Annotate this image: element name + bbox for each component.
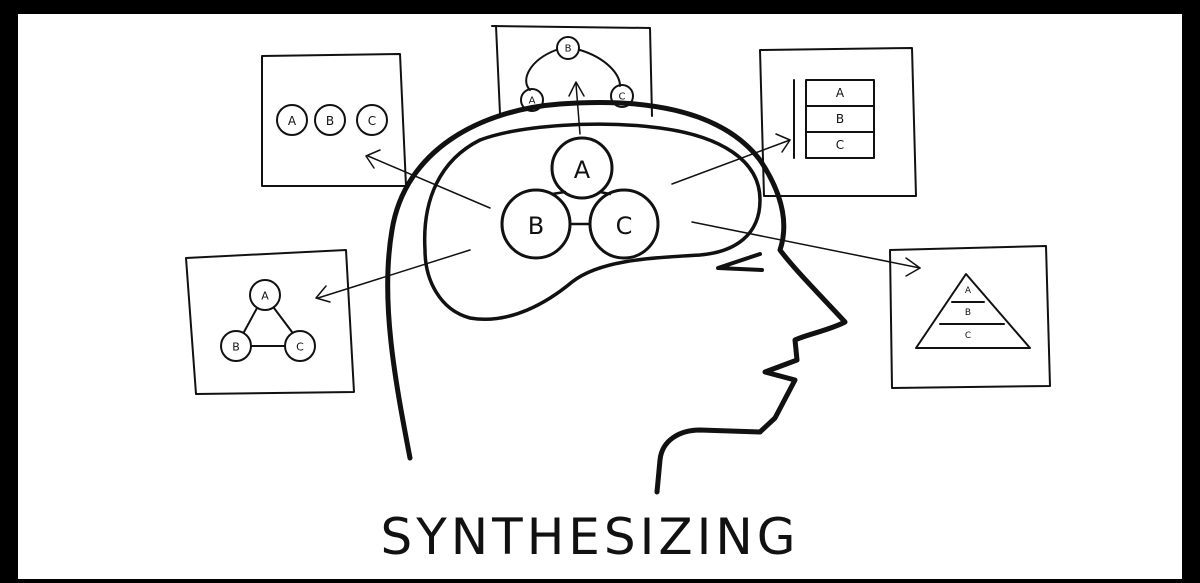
- row-label-a: A: [288, 114, 297, 128]
- canvas: [18, 14, 1182, 579]
- pyramid-label-a: A: [965, 286, 972, 296]
- pyramid-label-c: C: [965, 331, 971, 341]
- arc-label-b: B: [565, 44, 572, 55]
- brain-node-a-label: A: [574, 156, 591, 184]
- arc-label-c: C: [619, 92, 626, 103]
- page-title: SYNTHESIZING: [380, 508, 799, 566]
- tri-label-a: A: [261, 290, 269, 303]
- stack-label-c: C: [836, 138, 844, 152]
- row-label-c: C: [368, 114, 376, 128]
- arc-label-a: A: [529, 96, 536, 107]
- brain-node-c-label: C: [616, 212, 633, 240]
- stack-label-a: A: [836, 86, 845, 100]
- pyramid-label-b: B: [965, 308, 971, 318]
- row-label-b: B: [326, 114, 334, 128]
- tri-label-b: B: [232, 341, 240, 354]
- brain-node-b-label: B: [528, 212, 544, 240]
- tri-label-c: C: [296, 341, 304, 354]
- stack-label-b: B: [836, 112, 844, 126]
